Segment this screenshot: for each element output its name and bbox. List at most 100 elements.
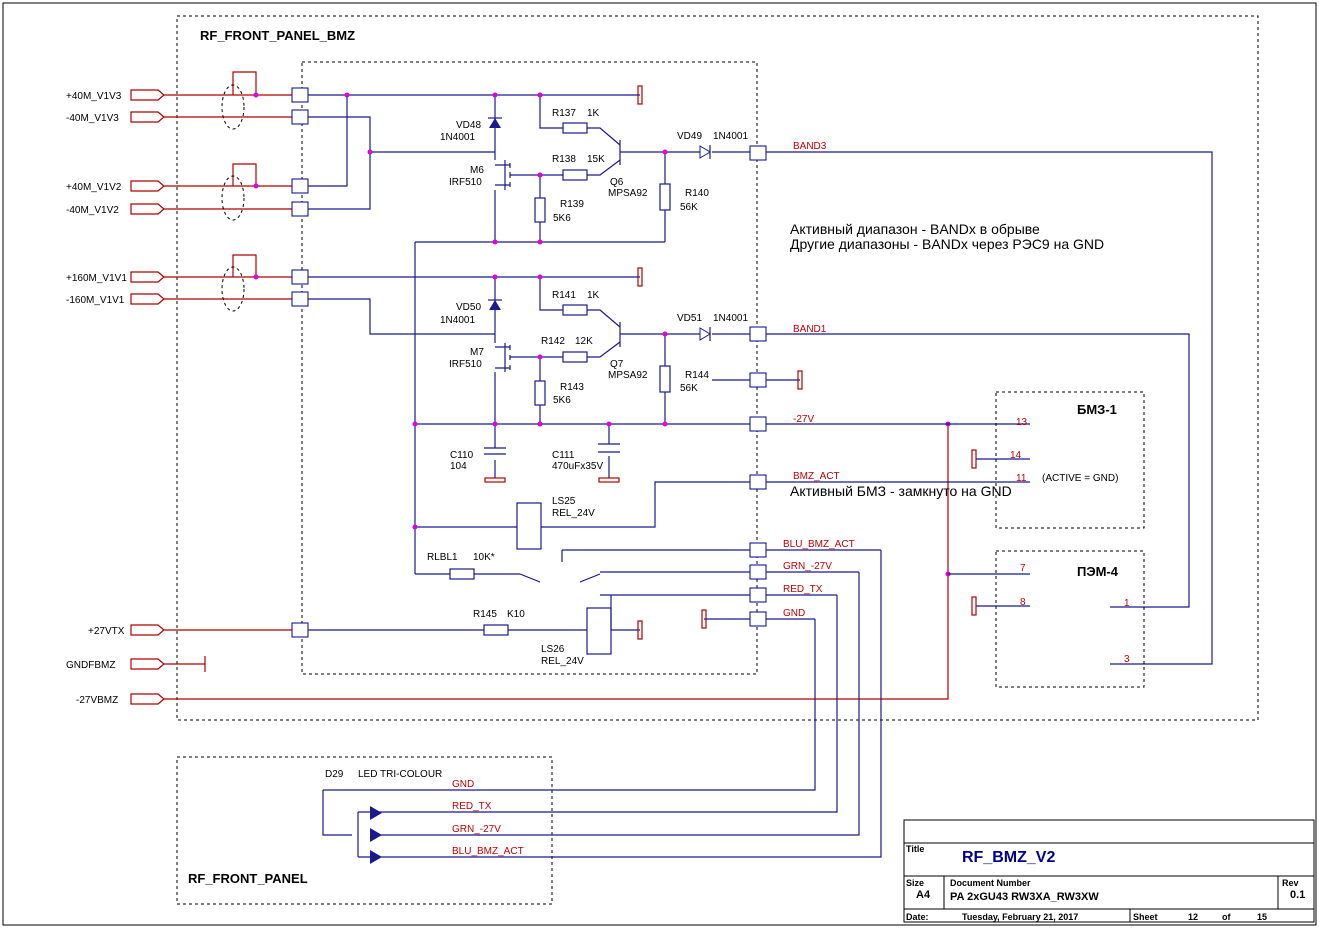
svg-text:MPSA92: MPSA92 [608, 370, 648, 381]
svg-text:GRN_-27V: GRN_-27V [783, 561, 832, 572]
svg-text:BMZ_ACT: BMZ_ACT [793, 471, 840, 482]
svg-text:BLU_BMZ_ACT: BLU_BMZ_ACT [452, 846, 524, 857]
port-label-p40-v1v2: +40M_V1V2 [66, 182, 122, 193]
svg-text:10K*: 10K* [473, 552, 495, 563]
svg-text:BLU_BMZ_ACT: BLU_BMZ_ACT [783, 539, 855, 550]
bmz1-title: БМЗ-1 [1077, 402, 1117, 417]
svg-text:-27V: -27V [793, 414, 814, 425]
svg-text:REL_24V: REL_24V [552, 508, 595, 519]
component-labels: VD48 1N4001 M6 IRF510 R137 1K R138 15K R… [325, 108, 748, 780]
svg-text:IRF510: IRF510 [449, 359, 482, 370]
svg-text:Q6: Q6 [610, 177, 624, 188]
svg-text:C111: C111 [552, 450, 575, 461]
port-arrow [130, 89, 165, 101]
svg-text:K10: K10 [507, 609, 525, 620]
svg-text:7: 7 [1020, 563, 1026, 574]
svg-text:1N4001: 1N4001 [713, 313, 748, 324]
bmz1-block [995, 391, 1145, 529]
port-label-m27vbmz: -27VBMZ [76, 695, 118, 706]
svg-text:GRN_-27V: GRN_-27V [452, 824, 501, 835]
svg-text:R142: R142 [541, 336, 565, 347]
svg-text:12: 12 [1188, 912, 1198, 922]
note-active-bmz: Активный БМЗ - замкнуто на GND [790, 483, 1012, 499]
svg-text:RED_TX: RED_TX [783, 584, 823, 595]
svg-text:Document Number: Document Number [950, 878, 1031, 888]
svg-text:15K: 15K [587, 154, 605, 165]
svg-text:GND: GND [452, 779, 474, 790]
svg-text:REL_24V: REL_24V [541, 656, 584, 667]
svg-text:LS26: LS26 [541, 644, 565, 655]
port-label-m40-v1v2: -40M_V1V2 [66, 205, 119, 216]
svg-text:R144: R144 [685, 370, 709, 381]
svg-text:C110: C110 [450, 450, 474, 461]
svg-text:8: 8 [1020, 597, 1026, 608]
svg-text:VD48: VD48 [456, 120, 481, 131]
front-panel-frame [176, 756, 553, 905]
svg-text:R138: R138 [552, 154, 576, 165]
net-labels: BAND3 BAND1 -27V BMZ_ACT BLU_BMZ_ACT GRN… [452, 141, 855, 857]
svg-text:11: 11 [1016, 473, 1027, 484]
svg-text:Rev: Rev [1282, 878, 1299, 888]
svg-text:R143: R143 [560, 382, 584, 393]
svg-text:M7: M7 [470, 347, 484, 358]
svg-text:BAND1: BAND1 [793, 324, 827, 335]
svg-text:15: 15 [1257, 912, 1267, 922]
svg-text:PA 2xGU43 RW3XA_RW3XW: PA 2xGU43 RW3XA_RW3XW [950, 891, 1099, 903]
svg-text:Size: Size [906, 878, 924, 888]
svg-text:R139: R139 [560, 199, 584, 210]
svg-text:of: of [1222, 912, 1231, 922]
svg-text:BAND3: BAND3 [793, 141, 827, 152]
svg-text:1N4001: 1N4001 [440, 132, 475, 143]
svg-text:12K: 12K [575, 336, 593, 347]
port-arrow [130, 658, 165, 670]
note-active-band: Активный диапазон - BANDx в обрыве [790, 221, 1040, 237]
components [322, 85, 1213, 864]
pem4-block [995, 550, 1145, 688]
note-other-bands: Другие диапазоны - BANDx через РЭС9 на G… [790, 236, 1104, 252]
port-arrow [130, 624, 165, 636]
svg-text:104: 104 [450, 461, 467, 472]
input-wires [164, 71, 949, 700]
svg-text:VD50: VD50 [456, 302, 481, 313]
bmz1-active-note: (ACTIVE = GND) [1042, 473, 1118, 484]
svg-text:1N4001: 1N4001 [440, 315, 475, 326]
port-label-p27vtx: +27VTX [88, 626, 125, 637]
svg-text:1K: 1K [587, 108, 600, 119]
svg-text:GND: GND [783, 608, 805, 619]
title-block-title: RF_BMZ_V2 [962, 849, 1055, 866]
svg-text:5K6: 5K6 [553, 213, 571, 224]
port-arrow [130, 693, 165, 705]
bmz-panel-frame [176, 15, 1259, 721]
svg-text:D29: D29 [325, 769, 344, 780]
svg-text:Tuesday, February 21, 2017: Tuesday, February 21, 2017 [962, 912, 1078, 922]
svg-text:Date:: Date: [906, 912, 929, 922]
svg-text:VD51: VD51 [677, 313, 702, 324]
svg-text:13: 13 [1016, 417, 1028, 428]
board-wiring [308, 94, 800, 631]
svg-text:56K: 56K [680, 383, 698, 394]
svg-text:MPSA92: MPSA92 [608, 188, 648, 199]
front-panel-title: RF_FRONT_PANEL [188, 871, 308, 886]
svg-text:14: 14 [1010, 450, 1022, 461]
port-label-m160-v1v1: -160M_V1V1 [66, 295, 125, 306]
port-label-m40-v1v3: -40M_V1V3 [66, 113, 119, 124]
bmz-panel-title: RF_FRONT_PANEL_BMZ [200, 28, 355, 43]
port-arrow [130, 180, 165, 192]
connector-pins [291, 87, 767, 638]
svg-text:LED TRI-COLOUR: LED TRI-COLOUR [358, 769, 442, 780]
svg-text:1N4001: 1N4001 [713, 131, 748, 142]
port-arrow [130, 111, 165, 123]
svg-text:RLBL1: RLBL1 [427, 552, 458, 563]
svg-text:M6: M6 [470, 165, 484, 176]
svg-text:R137: R137 [552, 108, 576, 119]
svg-text:5K6: 5K6 [553, 395, 571, 406]
svg-text:0.1: 0.1 [1290, 889, 1305, 901]
port-arrow [130, 271, 165, 283]
svg-text:R145: R145 [473, 609, 497, 620]
svg-text:1: 1 [1124, 598, 1130, 609]
port-label-p160-v1v1: +160M_V1V1 [66, 273, 127, 284]
svg-text:Sheet: Sheet [1133, 912, 1158, 922]
port-group: +40M_V1V3 -40M_V1V3 +40M_V1V2 -40M_V1V2 … [66, 89, 165, 706]
port-arrow [130, 293, 165, 305]
